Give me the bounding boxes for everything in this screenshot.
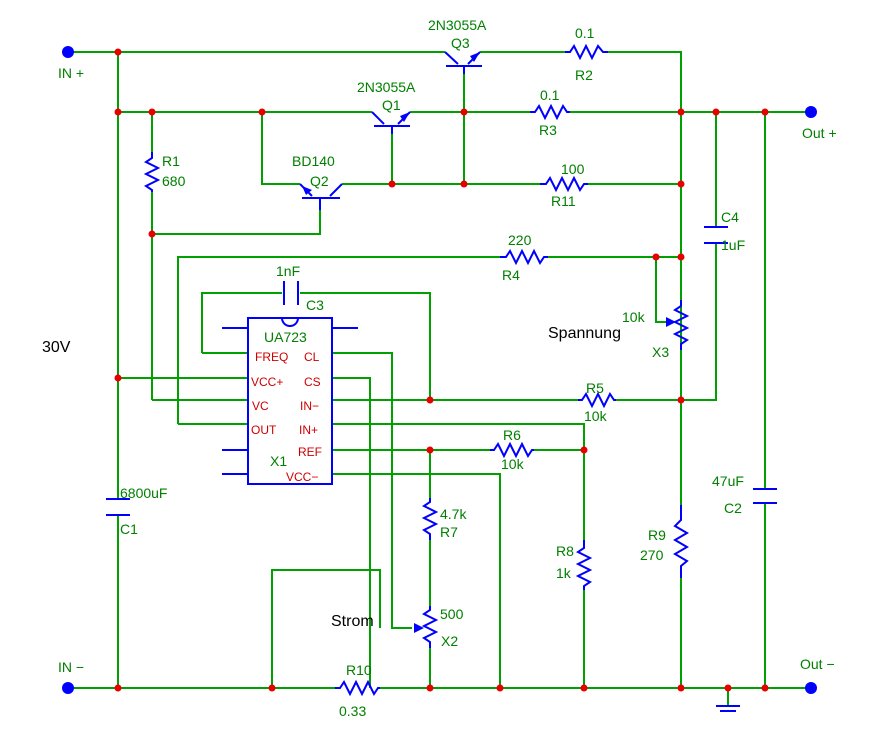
- r9-value: 270: [640, 547, 664, 563]
- ic-pin-inp: IN+: [299, 423, 318, 437]
- potentiometer-x3: [666, 300, 690, 350]
- q2-type: BD140: [292, 153, 335, 169]
- ground-icon: [716, 705, 740, 712]
- x3-value: 10k: [622, 309, 646, 325]
- in-minus-label: IN −: [58, 659, 84, 675]
- resistor-r6: [490, 441, 534, 459]
- ic-pin-freq: FREQ: [255, 350, 288, 364]
- in-plus-terminal: [62, 46, 74, 58]
- q2-ref: Q2: [310, 173, 329, 189]
- c2-value: 47uF: [712, 473, 744, 489]
- r1-value: 680: [162, 173, 186, 189]
- r8-ref: R8: [556, 543, 574, 559]
- out-plus-label: Out +: [802, 125, 837, 141]
- resistor-r10: [335, 679, 380, 697]
- ic-pin-cs: CS: [304, 375, 321, 389]
- q1-type: 2N3055A: [357, 79, 416, 95]
- capacitor-c4: [704, 226, 728, 244]
- transistor-q1: [371, 111, 411, 134]
- ic-ref: X1: [270, 453, 287, 469]
- ic-stubs: [222, 327, 358, 475]
- r5-ref: R5: [586, 380, 604, 396]
- junction-dots: [114, 48, 769, 692]
- ic-type: UA723: [264, 329, 307, 345]
- out-minus-label: Out −: [800, 656, 835, 672]
- capacitor-c1: [106, 498, 130, 516]
- ic-pin-vccp: VCC+: [251, 375, 283, 389]
- supply-voltage-label: 30V: [42, 339, 71, 356]
- ic-pin-vc: VC: [252, 399, 269, 413]
- in-plus-label: IN +: [58, 65, 84, 81]
- r6-ref: R6: [503, 427, 521, 443]
- potentiometer-x2: [414, 606, 439, 648]
- out-minus-terminal: [805, 682, 817, 694]
- r10-value: 0.33: [339, 703, 366, 719]
- capacitor-c2: [753, 488, 777, 504]
- q3-ref: Q3: [451, 35, 470, 51]
- c1-ref: C1: [120, 521, 138, 537]
- r4-ref: R4: [502, 267, 520, 283]
- r7-value: 4.7k: [440, 506, 467, 522]
- transistor-q2: [299, 183, 343, 210]
- r2-ref: R2: [575, 67, 593, 83]
- resistor-r7: [421, 498, 439, 540]
- r5-value: 10k: [584, 408, 608, 424]
- resistor-r3: [530, 103, 570, 121]
- resistor-r4: [500, 248, 548, 266]
- resistor-r11: [540, 175, 588, 193]
- q3-type: 2N3055A: [428, 17, 487, 33]
- c3-value: 1nF: [276, 263, 300, 279]
- strom-label: Strom: [331, 613, 374, 630]
- ic-pin-ref: REF: [298, 445, 322, 459]
- r7-ref: R7: [440, 524, 458, 540]
- resistor-r8: [575, 540, 593, 590]
- r11-value: 100: [561, 161, 585, 177]
- ic-pin-cl: CL: [304, 350, 320, 364]
- ic-ua723: [247, 317, 333, 485]
- in-minus-terminal: [62, 682, 74, 694]
- x2-value: 500: [440, 606, 464, 622]
- c1-value: 6800uF: [120, 485, 167, 501]
- resistor-r1: [143, 152, 161, 192]
- wires: [68, 51, 811, 706]
- r3-ref: R3: [539, 122, 557, 138]
- r3-value: 0.1: [540, 87, 560, 103]
- resistor-r2: [565, 43, 608, 61]
- resistor-r9: [673, 505, 689, 578]
- ic-pin-out: OUT: [251, 423, 277, 437]
- c4-value: 1uF: [721, 237, 745, 253]
- r6-value: 10k: [501, 456, 525, 472]
- r10-ref: R10: [346, 662, 372, 678]
- r4-value: 220: [508, 232, 532, 248]
- c2-ref: C2: [724, 500, 742, 516]
- r11-ref: R11: [551, 193, 576, 209]
- out-plus-terminal: [805, 106, 817, 118]
- transistor-q3: [444, 51, 482, 74]
- q1-ref: Q1: [382, 97, 401, 113]
- spannung-label: Spannung: [548, 325, 621, 342]
- r2-value: 0.1: [575, 25, 595, 41]
- x3-ref: X3: [652, 344, 669, 360]
- resistor-r5: [578, 391, 616, 409]
- c3-ref: C3: [306, 297, 324, 313]
- r8-value: 1k: [556, 565, 572, 581]
- c4-ref: C4: [721, 209, 739, 225]
- ic-pin-inn: IN−: [300, 399, 319, 413]
- capacitor-c3: [283, 281, 299, 305]
- r1-ref: R1: [162, 153, 180, 169]
- x2-ref: X2: [441, 633, 458, 649]
- r9-ref: R9: [648, 527, 666, 543]
- ic-pin-vccm: VCC−: [286, 470, 318, 484]
